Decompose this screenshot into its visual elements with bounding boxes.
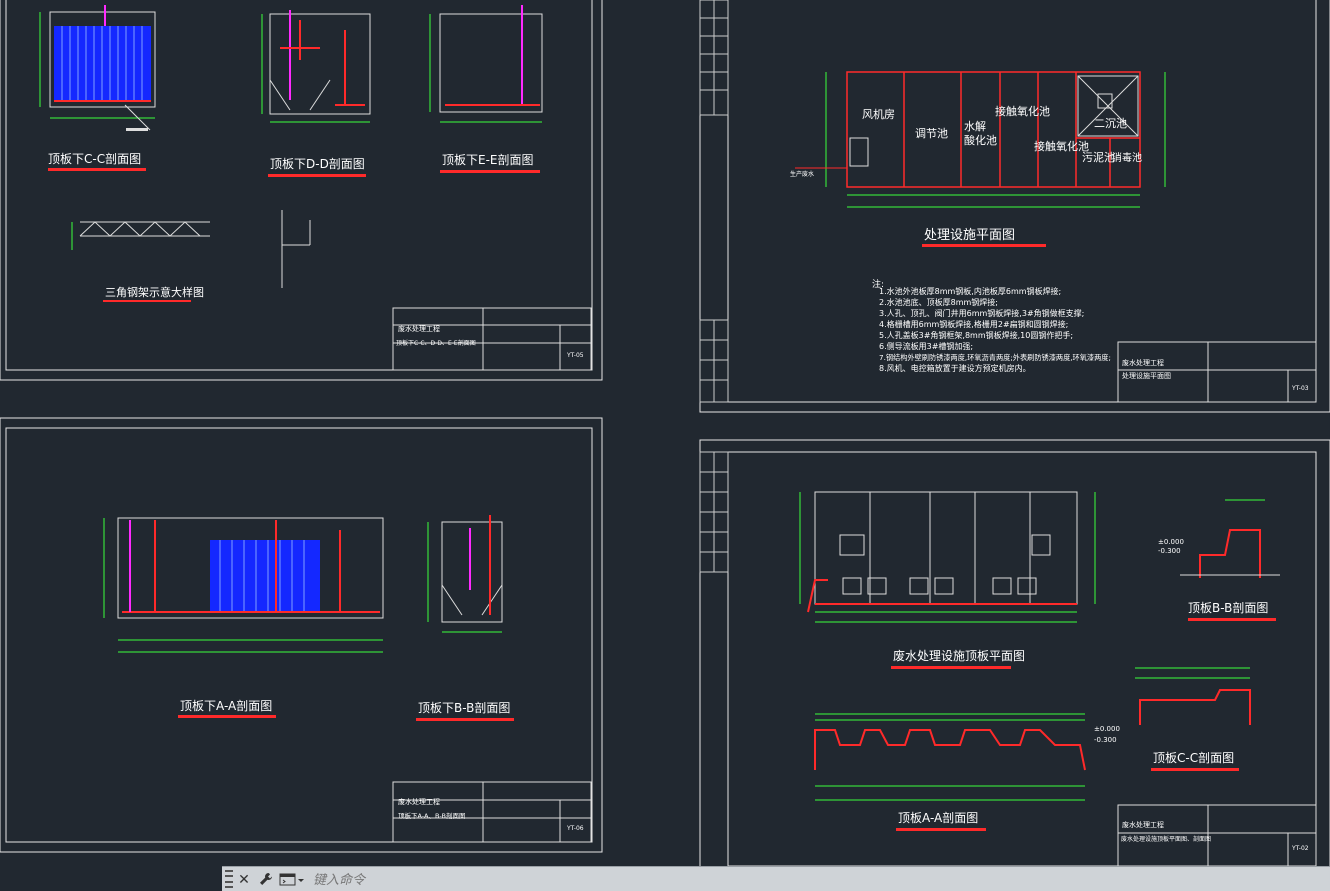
notes-label: 注:	[872, 278, 884, 290]
grip-handle-icon[interactable]	[225, 870, 233, 888]
truss-title: 三角钢架示意大样图	[105, 285, 204, 299]
elev-0-a: ±0.000	[1094, 725, 1120, 733]
title-block-1	[392, 307, 592, 371]
sheet-3: 顶板下A-A剖面图 顶板下B-B剖面图 废水处理工程 顶板下A-A、B-B剖面图…	[0, 417, 603, 853]
command-prompt-icon[interactable]	[277, 868, 307, 890]
title-d-d: 顶板下D-D剖面图	[270, 157, 365, 171]
command-input[interactable]	[307, 868, 1330, 890]
elev-1-b: -0.300	[1158, 547, 1181, 555]
tb2-project: 废水处理工程	[1122, 358, 1164, 367]
tb4-project: 废水处理工程	[1122, 820, 1164, 829]
room-oxidation-1: 接触氧化池	[995, 104, 1050, 118]
room-acidification: 酸化池	[964, 133, 997, 147]
room-regulating: 调节池	[915, 127, 948, 140]
title-block-3	[392, 781, 592, 843]
plan-title: 处理设施平面图	[924, 228, 1015, 243]
title-block-4	[1117, 804, 1317, 866]
note-4: 4.格栅槽用6mm钢板焊接,格栅用2#扁钢和圆钢焊接;	[879, 319, 1068, 329]
command-line-bar: ✕	[222, 866, 1330, 891]
roof-plan-title: 废水处理设施顶板平面图	[893, 648, 1025, 663]
close-icon[interactable]: ✕	[238, 870, 250, 887]
tb4-drawing: 废水处理设施顶板平面图、剖面图	[1121, 835, 1211, 843]
sheet-4: 废水处理设施顶板平面图 顶板A-A剖面图 ±0.000 -0.300 顶板B-B…	[699, 439, 1330, 866]
elev-1-a: -0.300	[1094, 736, 1117, 744]
title-block-2	[1117, 341, 1317, 403]
tb1-project: 废水处理工程	[398, 324, 440, 333]
roof-title-c-c: 顶板C-C剖面图	[1153, 751, 1234, 765]
roof-section-b-b-drawing	[1180, 499, 1280, 578]
section-b-b-drawing	[427, 515, 503, 633]
note-2: 2.水池池底、顶板厚8mm钢焊接;	[879, 297, 998, 307]
room-hydrolysis: 水解	[964, 119, 986, 133]
canvas-strip	[0, 866, 222, 890]
section-e-e-drawing	[429, 5, 543, 123]
title-b-b-lower: 顶板下B-B剖面图	[418, 701, 510, 715]
section-a-a-drawing	[103, 517, 384, 653]
notes-list: 1.水池外池板厚8mm钢板,内池板厚6mm钢板焊接; 2.水池池底、顶板厚8mm…	[879, 286, 1111, 373]
tb1-drawing: 顶板下C-C、D-D、E-E剖面图	[396, 339, 476, 347]
inlet-label: 生产废水	[790, 170, 814, 178]
roof-section-a-a-drawing	[814, 713, 1086, 801]
room-oxidation-2: 接触氧化池	[1034, 139, 1089, 153]
section-c-c-drawing	[39, 5, 156, 131]
note-8: 8.风机、电控箱放置于建设方预定机房内。	[879, 363, 1031, 373]
drawing-canvas[interactable]: 顶板下C-C剖面图 顶板下D-D剖面图 顶板下E-E剖面图	[0, 0, 1330, 866]
title-c-c: 顶板下C-C剖面图	[48, 152, 141, 166]
tb3-project: 废水处理工程	[398, 797, 440, 806]
elev-0-b: ±0.000	[1158, 538, 1184, 546]
room-disinfection: 消毒池	[1112, 151, 1142, 164]
note-7: 7.钢结构外壁刷防锈漆两度,环氧沥青两度;外表刷防锈漆两度,环氧漆两度;	[879, 353, 1111, 362]
tb1-no: YT-05	[566, 352, 584, 359]
note-3: 3.人孔、顶孔、阀门井用6mm钢板焊接,3#角钢做框支撑;	[879, 308, 1084, 318]
tb3-no: YT-06	[566, 825, 584, 832]
tb4-no: YT-02	[1291, 845, 1309, 852]
truss-detail-drawing	[71, 210, 311, 288]
wrench-icon[interactable]	[255, 868, 277, 890]
room-sludge: 污泥池	[1082, 151, 1115, 164]
room-fan: 风机房	[862, 107, 895, 121]
roof-plan-drawing	[799, 491, 1096, 623]
sheet-2: 风机房 调节池 水解 酸化池 接触氧化池 接触氧化池 二沉池 污泥池 消毒池 生…	[699, 0, 1330, 413]
treatment-plan-drawing	[795, 71, 1166, 208]
roof-section-c-c-drawing	[1135, 667, 1251, 725]
section-d-d-drawing	[261, 10, 371, 123]
note-1: 1.水池外池板厚8mm钢板,内池板厚6mm钢板焊接;	[879, 286, 1061, 296]
tb2-no: YT-03	[1291, 385, 1309, 392]
roof-title-a-a: 顶板A-A剖面图	[898, 811, 978, 825]
tb2-drawing: 处理设施平面图	[1122, 371, 1171, 380]
room-clarifier: 二沉池	[1094, 117, 1127, 130]
note-6: 6.侧导流板用3#槽钢加强;	[879, 341, 973, 351]
tb3-drawing: 顶板下A-A、B-B剖面图	[398, 811, 466, 820]
sheet-1: 顶板下C-C剖面图 顶板下D-D剖面图 顶板下E-E剖面图	[0, 0, 603, 381]
title-e-e: 顶板下E-E剖面图	[442, 153, 534, 167]
note-5: 5.人孔盖板3#角钢框架,8mm钢板焊接,10圆钢作把手;	[879, 330, 1073, 340]
roof-title-b-b: 顶板B-B剖面图	[1188, 601, 1268, 615]
title-a-a-lower: 顶板下A-A剖面图	[180, 699, 272, 713]
